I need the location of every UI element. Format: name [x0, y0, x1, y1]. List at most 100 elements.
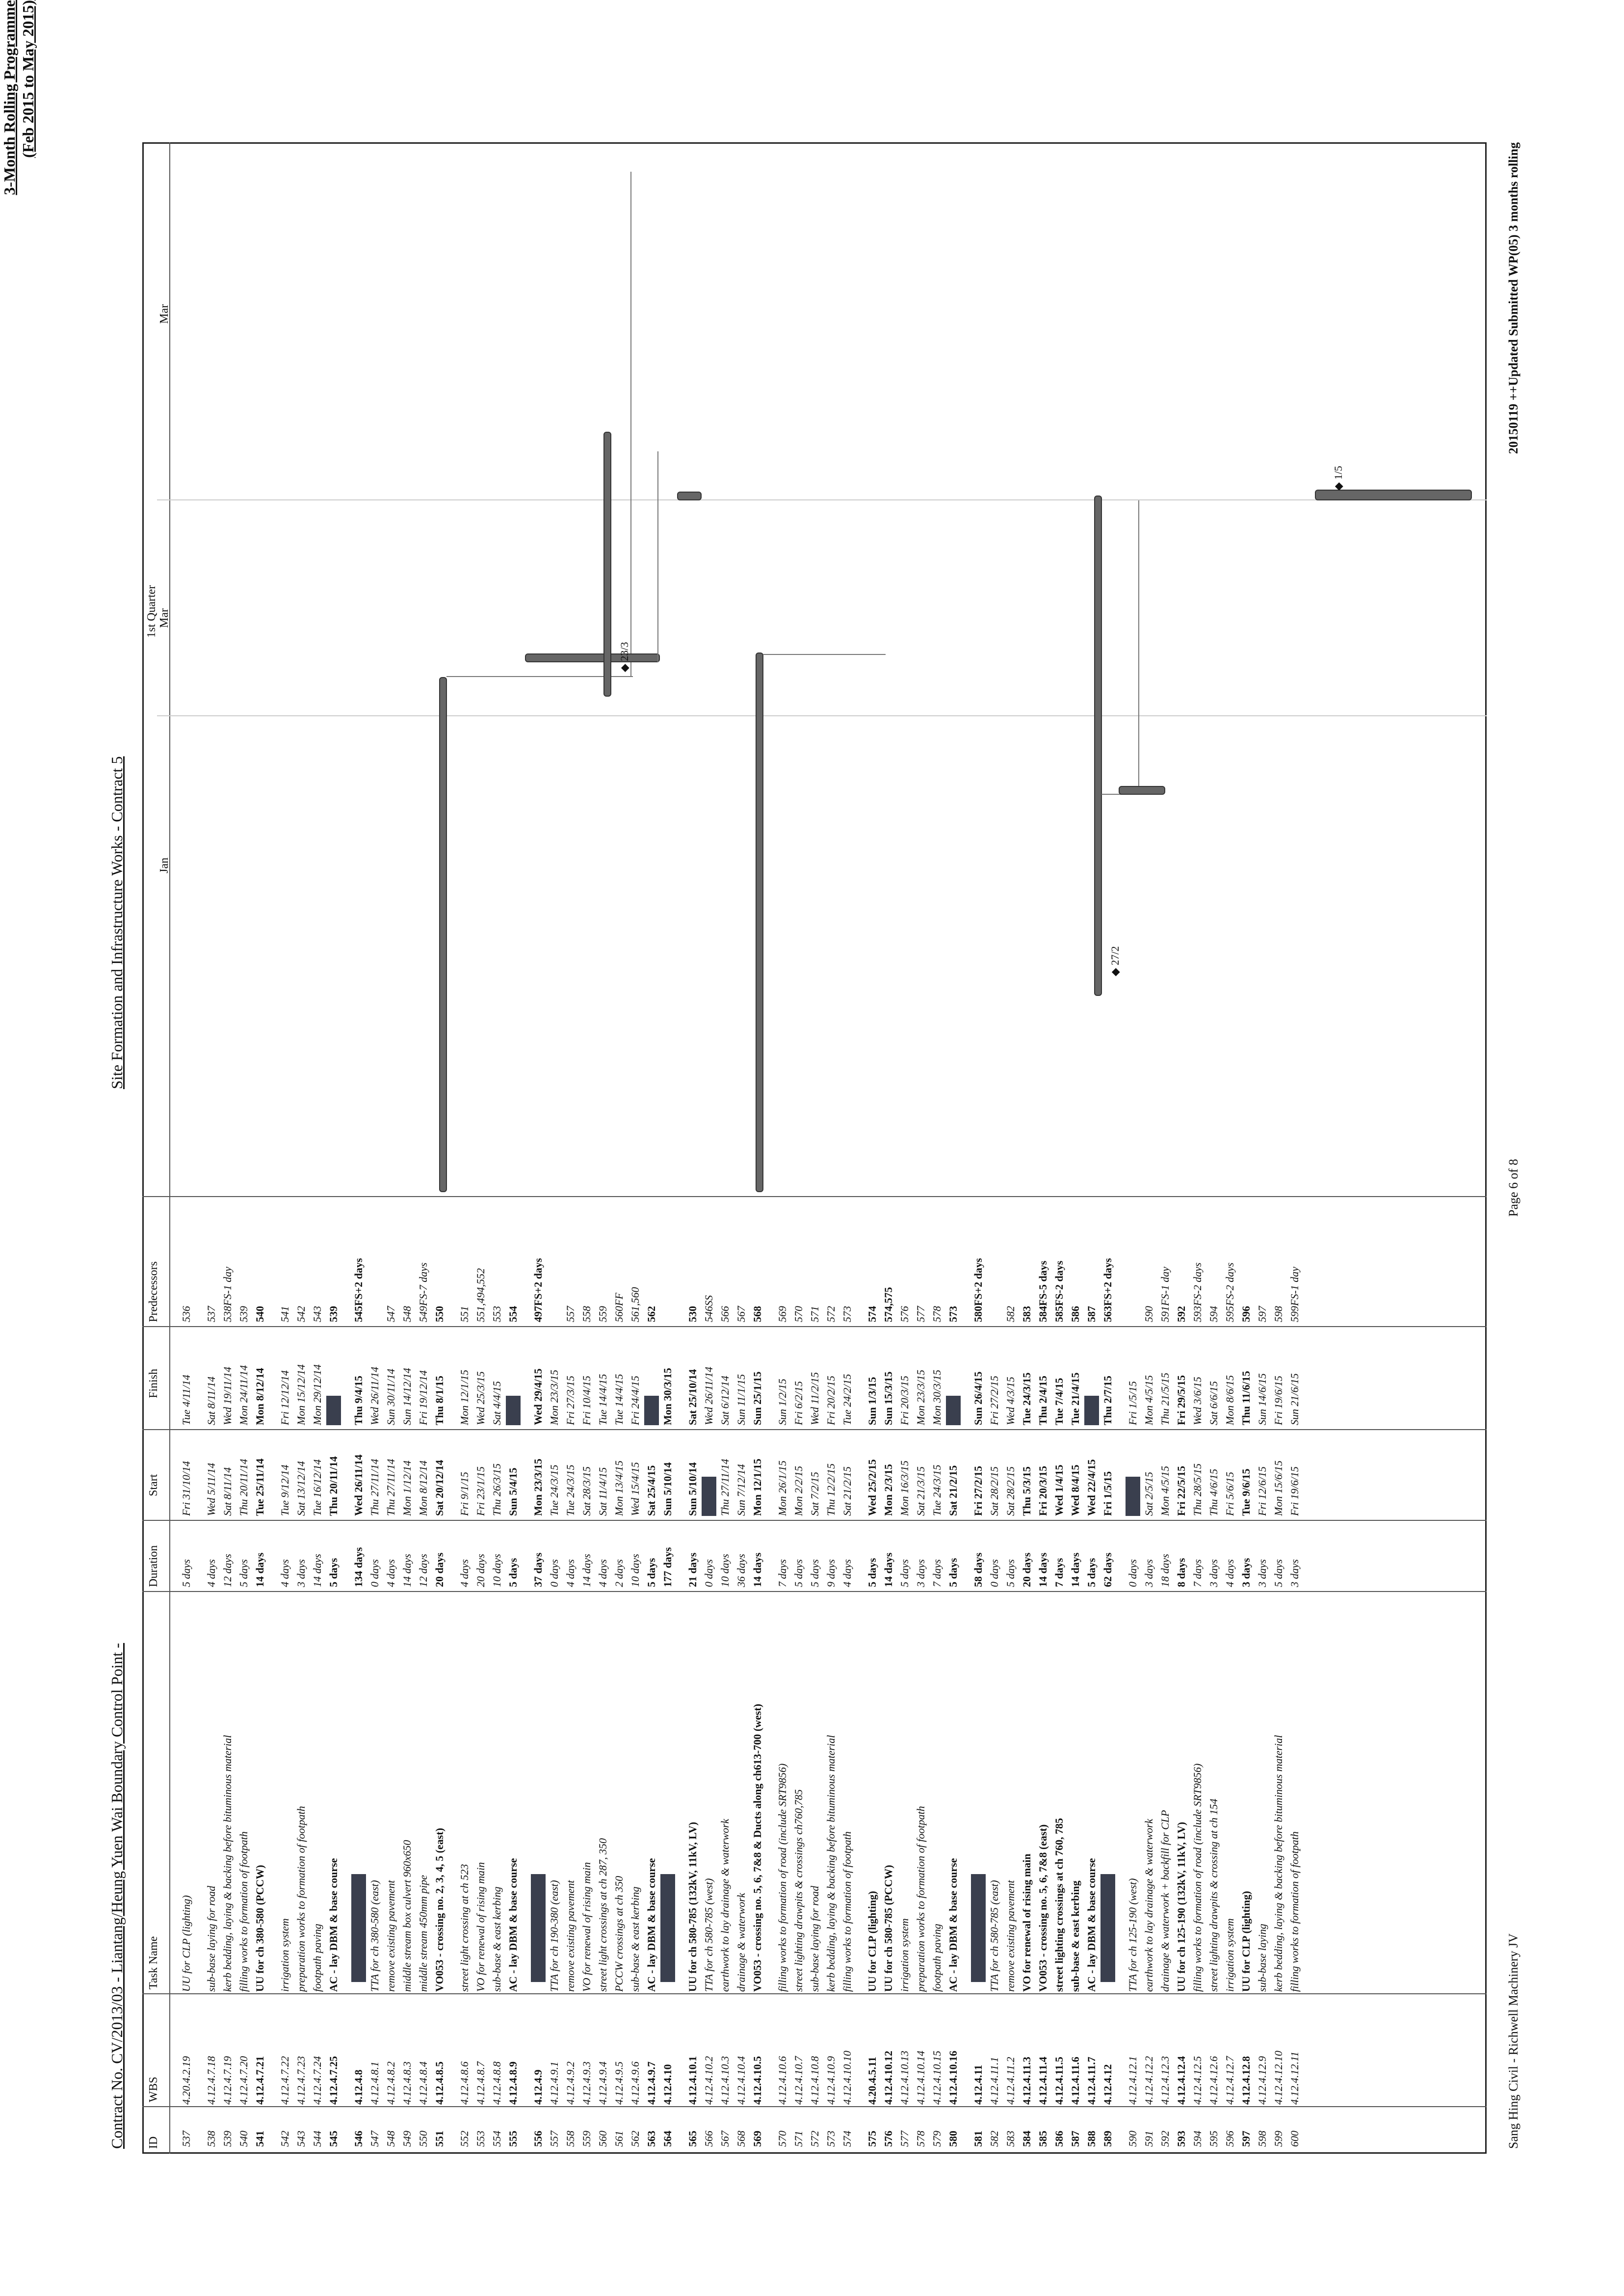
task-id: 554	[491, 2131, 503, 2147]
task-predecessors: 560FF	[613, 1293, 625, 1322]
task-finish: Mon 12/1/15	[458, 1369, 471, 1425]
task-id: 557	[548, 2131, 560, 2147]
programme-title: 3-Month Rolling Programme (Feb 2015 to M…	[0, 0, 37, 2296]
task-id: 582	[988, 2131, 1000, 2147]
task-wbs: 4.12.4.12.4	[1175, 2056, 1187, 2105]
task-predecessors: 597	[1256, 1306, 1268, 1322]
task-duration: 7 days	[1053, 1558, 1065, 1587]
col-wbs: WBS	[147, 2076, 160, 2102]
task-finish: Tue 14/4/15	[597, 1374, 609, 1425]
task-predecessors: 592	[1175, 1306, 1187, 1322]
task-start: Fri 31/10/14	[180, 1461, 192, 1516]
task-name: UU for ch 380-580 (PCCW)	[254, 1865, 266, 1992]
task-id: 541	[254, 2131, 266, 2147]
col-finish: Finish	[147, 1368, 160, 1398]
task-name: UU for ch 580-785 (PCCW)	[882, 1865, 894, 1992]
task-predecessors: 557	[564, 1306, 576, 1322]
task-id: 587	[1069, 2131, 1081, 2147]
task-start: Mon 2/2/15	[792, 1465, 805, 1516]
task-duration: 14 days	[401, 1554, 413, 1587]
task-name: TTA for ch 380-580 (east)	[368, 1880, 381, 1992]
task-start: Sat 21/2/15	[947, 1465, 959, 1516]
task-start: Sat 7/2/15	[809, 1472, 821, 1516]
task-finish: Mon 29/12/14	[311, 1364, 323, 1425]
task-finish: Fri 12/12/14	[279, 1370, 291, 1425]
summary-task-bar	[531, 1874, 546, 1982]
start-highlight	[1126, 1477, 1140, 1516]
task-predecessors: 566	[719, 1306, 731, 1322]
task-duration: 14 days	[311, 1554, 323, 1587]
task-name: TTA for ch 190-380 (east)	[548, 1880, 560, 1992]
task-finish: Wed 11/2/15	[809, 1372, 821, 1425]
month-gridline	[157, 499, 1487, 500]
task-wbs: 4.12.4.12.1	[1126, 2056, 1139, 2105]
task-id: 561	[613, 2131, 625, 2147]
task-duration: 3 days	[1256, 1559, 1268, 1587]
task-name: sub-base & east kerbing	[491, 1886, 503, 1992]
task-start: Sat 28/3/15	[580, 1466, 593, 1516]
task-duration: 4 days	[1224, 1559, 1236, 1587]
task-duration: 3 days	[295, 1559, 307, 1587]
task-predecessors: 561,560	[629, 1287, 641, 1323]
task-name: UU for ch 125-190 (132kV, 11kV, LV)	[1175, 1822, 1187, 1992]
task-start: Thu 20/11/14	[327, 1456, 340, 1516]
task-duration: 8 days	[1175, 1558, 1187, 1587]
task-duration: 36 days	[735, 1554, 747, 1587]
task-id: 596	[1224, 2131, 1236, 2147]
task-predecessors: 578	[931, 1306, 943, 1322]
task-id: 547	[368, 2131, 381, 2147]
task-id: 576	[882, 2131, 894, 2147]
task-wbs: 4.12.4.12.9	[1256, 2056, 1268, 2105]
task-finish: Fri 1/5/15	[1126, 1381, 1139, 1425]
task-wbs: 4.12.4.10.4	[735, 2056, 747, 2105]
task-predecessors: 536	[180, 1306, 192, 1322]
task-name: remove existing pavement	[385, 1880, 397, 1992]
task-name: irrigation system	[898, 1918, 911, 1992]
task-wbs: 4.12.4.12.5	[1191, 2056, 1204, 2105]
task-id: 555	[507, 2131, 519, 2147]
task-name: street lighting crossings at ch 760, 785	[1053, 1818, 1065, 1992]
task-finish: Sat 8/11/14	[205, 1376, 217, 1425]
timescale-month: Jan	[158, 858, 171, 873]
task-finish: Sun 26/4/15	[972, 1371, 984, 1425]
task-finish: Sun 25/1/15	[751, 1371, 763, 1425]
task-start: Sat 8/11/14	[221, 1467, 234, 1516]
task-start: Fri 5/6/15	[1224, 1472, 1236, 1516]
task-start: Sat 28/2/15	[1004, 1466, 1017, 1516]
task-wbs: 4.12.4.9.5	[613, 2061, 625, 2105]
task-start: Fri 22/5/15	[1175, 1465, 1187, 1516]
task-predecessors: 577	[915, 1306, 927, 1322]
task-duration: 3 days	[1143, 1559, 1155, 1587]
task-start: Mon 23/3/15	[532, 1459, 544, 1516]
task-predecessors: 572	[825, 1306, 837, 1322]
task-start: Thu 27/11/14	[368, 1459, 381, 1516]
task-wbs: 4.12.4.12.8	[1240, 2056, 1252, 2105]
task-duration: 5 days	[180, 1559, 192, 1587]
task-start: Mon 26/1/15	[776, 1460, 788, 1516]
task-name: UU for CLP (lighting)	[1240, 1891, 1252, 1992]
task-wbs: 4.12.4.10.15	[931, 2051, 943, 2105]
task-name: UU for CLP (lighting)	[180, 1895, 192, 1992]
task-name: kerb bedding, laying & backing before bi…	[221, 1735, 234, 1992]
task-name: street light crossing at ch 523	[458, 1864, 471, 1992]
task-duration: 7 days	[1191, 1559, 1204, 1587]
task-predecessors: 571	[809, 1306, 821, 1322]
task-duration: 5 days	[898, 1559, 911, 1587]
